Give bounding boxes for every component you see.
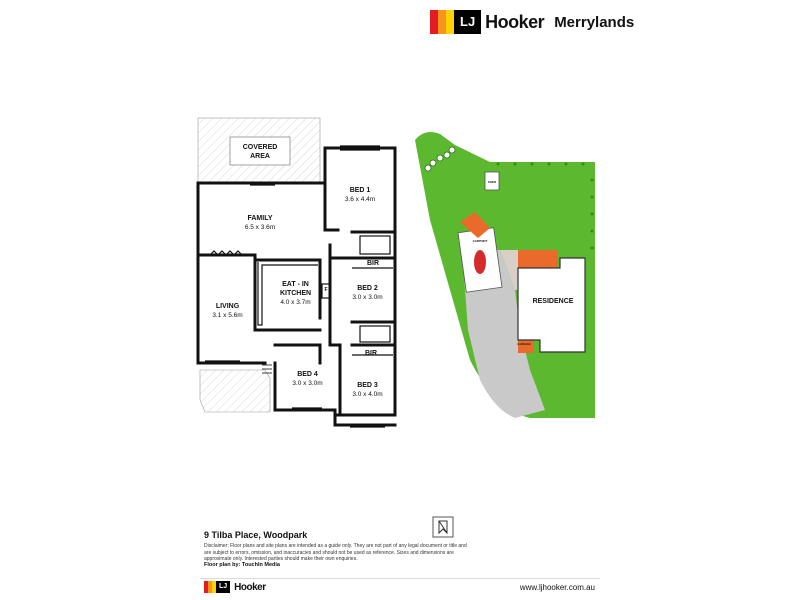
lj-mark-text: LJ	[216, 581, 231, 593]
bir-label-2: BIR	[364, 350, 378, 357]
room-dimension: 4.0 x 3.7m	[280, 299, 311, 306]
room-dimension: 3.0 x 3.0m	[352, 294, 383, 301]
lj-color-mark	[204, 581, 216, 593]
driveway	[462, 250, 545, 418]
lj-color-mark	[430, 10, 454, 34]
room-dimension: 6.5 x 3.6m	[244, 224, 276, 231]
room-bed1: BED 1 3.6 x 4.4m	[330, 186, 390, 204]
north-compass-icon	[432, 516, 454, 538]
room-name: BED 1	[349, 187, 371, 194]
room-family: FAMILY 6.5 x 3.6m	[225, 214, 295, 232]
brand-name: Hooker	[234, 581, 266, 593]
room-dimension: 3.1 x 5.6m	[212, 312, 243, 319]
website-link[interactable]: www.ljhooker.com.au	[519, 583, 595, 592]
room-name: BED 2	[357, 285, 378, 292]
room-bed4: BED 4 3.0 x 3.0m	[280, 370, 335, 388]
branch-name: Merrylands	[554, 13, 635, 31]
room-dimension: 3.6 x 4.4m	[344, 196, 376, 203]
room-name: LIVING	[215, 303, 240, 310]
disclaimer-text: Disclaimer: Floor plans and site plans a…	[204, 543, 467, 562]
room-living: LIVING 3.1 x 5.6m	[200, 302, 255, 320]
car-icon	[474, 250, 486, 274]
shed-label: SHED	[487, 180, 497, 184]
room-dimension: 3.0 x 4.0m	[352, 391, 383, 398]
room-name: FAMILY	[247, 215, 273, 222]
fridge-label: F	[324, 287, 328, 293]
carport-label: CARPORT	[472, 239, 488, 243]
garage-label: GARAGE	[517, 342, 531, 346]
room-kitchen: EAT - IN KITCHEN 4.0 x 3.7m	[268, 280, 323, 307]
room-name: EAT - IN KITCHEN	[279, 281, 312, 297]
room-bed3: BED 3 3.0 x 4.0m	[340, 381, 395, 399]
brand-name: Hooker	[485, 11, 545, 32]
room-name: BED 4	[297, 371, 318, 378]
property-address: 9 Tilba Place, Woodpark	[204, 530, 308, 540]
shed	[484, 171, 500, 191]
room-name: BED 3	[357, 382, 378, 389]
header-logo: LJ Hooker Merrylands	[430, 10, 634, 34]
residence-building	[517, 257, 586, 353]
footer-divider	[200, 578, 600, 595]
covered-area-zone	[197, 117, 321, 184]
floorplan-credit: Floor plan by: TouchIn Media	[204, 562, 280, 568]
room-dimension: 3.0 x 3.0m	[292, 380, 323, 387]
footer-logo: LJ Hooker	[204, 581, 266, 593]
residence-label: RESIDENCE	[532, 298, 574, 305]
front-porch	[199, 369, 271, 413]
bir-label-1: BIR	[366, 260, 380, 267]
room-bed2: BED 2 3.0 x 3.0m	[340, 284, 395, 302]
lj-mark-text: LJ	[454, 10, 482, 34]
room-covered-area: COVERED AREA	[242, 144, 278, 160]
